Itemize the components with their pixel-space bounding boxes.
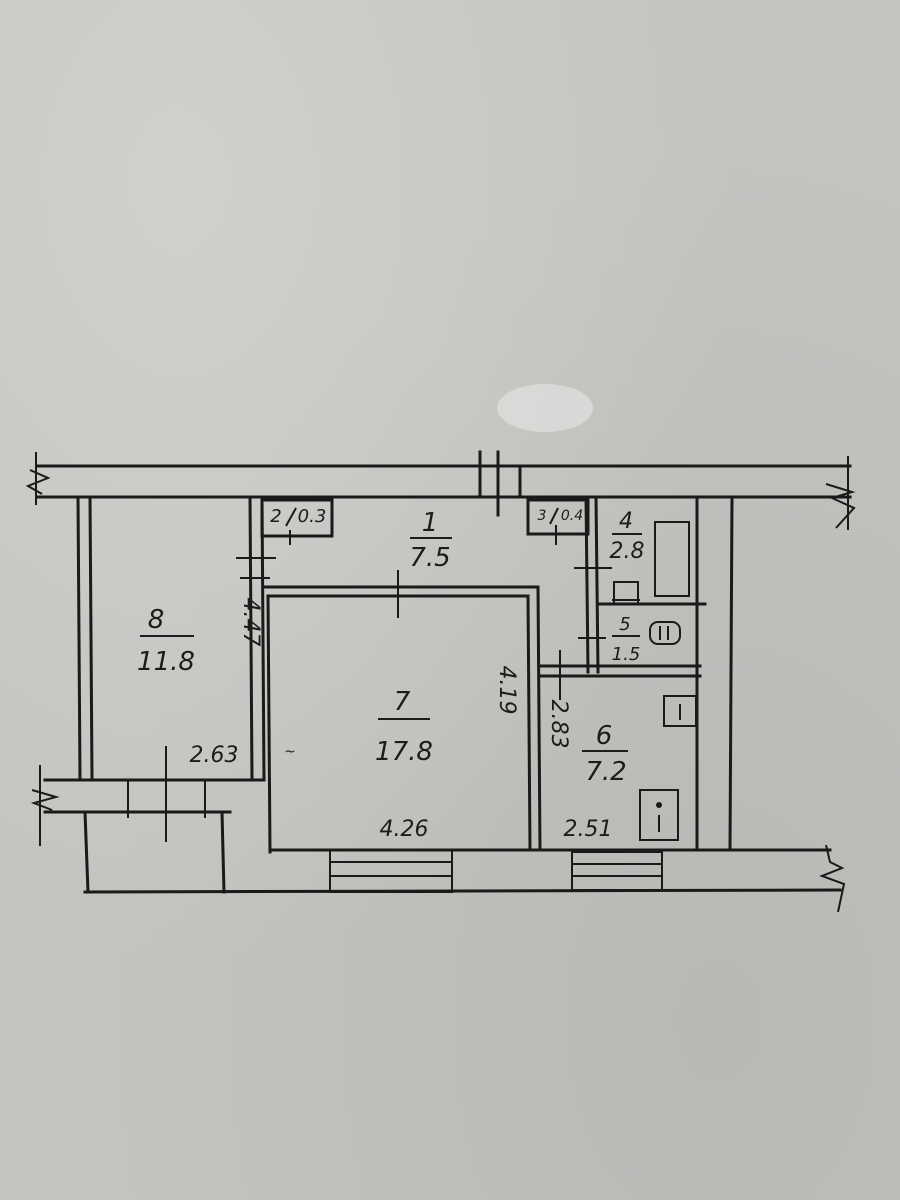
room-number: 2 (270, 506, 281, 527)
break-zigzag-bottom-right (819, 844, 846, 913)
room-label-3: 3 0.4 (538, 507, 583, 525)
window-room-6 (571, 851, 663, 891)
dimension-room8-width: 2.63 (190, 743, 239, 768)
corridor-right-wall-a (584, 495, 590, 674)
room-label-4: 4 2.8 (610, 509, 645, 564)
smudge-mark (497, 384, 593, 432)
balcony-left-wall (83, 810, 90, 894)
room-number: 5 (619, 614, 630, 635)
stove-burner (656, 802, 662, 808)
room7-left-wall (266, 594, 272, 854)
room-label-6: 6 7.2 (582, 721, 628, 787)
room-area: 7.2 (585, 757, 626, 787)
right-wall-b (728, 495, 734, 852)
room-number: 3 (538, 508, 547, 524)
kitchen-sink-fixture (663, 695, 697, 727)
dimension-room7-width: 4.26 (380, 817, 429, 842)
balcony-right-wall (220, 810, 226, 894)
room-label-5: 5 1.5 (612, 614, 641, 665)
partition-8-left (248, 495, 254, 782)
room-number: 1 (422, 508, 439, 538)
break-zigzag-left (25, 469, 51, 495)
break-zigzag-balcony (30, 789, 60, 811)
room-label-8: 8 11.8 (137, 605, 195, 677)
fraction-bar (549, 507, 559, 525)
fraction-bar (285, 507, 297, 527)
left-wall-outer (76, 495, 82, 780)
room7-right-wall-b (536, 585, 542, 852)
window-room-7 (329, 849, 453, 893)
corridor-right-wall-b (594, 495, 600, 674)
room-number: 6 (596, 721, 613, 751)
room-number: 4 (619, 509, 633, 534)
bath-sink-fixture (613, 581, 639, 605)
break-zigzag-right (825, 483, 856, 529)
room-area: 0.3 (298, 506, 327, 527)
room7-right-wall-a (526, 594, 532, 852)
left-wall-inner (88, 495, 94, 780)
room-area: 11.8 (137, 647, 195, 677)
room-area: 2.8 (610, 539, 645, 564)
partition-8-right (260, 495, 266, 782)
bottom-wall-outer (83, 888, 842, 894)
stove-fixture (639, 789, 679, 841)
room-label-7: 7 17.8 (375, 687, 433, 767)
dimension-room7-height: 4.19 (494, 666, 519, 715)
dimension-room6-width: 2.51 (564, 817, 613, 842)
dimension-room6-height: 2.83 (546, 700, 571, 749)
room-label-2: 2 0.3 (270, 506, 326, 527)
dimension-room8-height: 4.47 (238, 598, 263, 647)
room-label-1: 1 7.5 (409, 508, 452, 573)
room-number: 8 (148, 605, 165, 635)
room-area: 1.5 (612, 644, 641, 665)
toilet-fixture (649, 621, 681, 645)
room-area: 0.4 (561, 508, 583, 524)
room-area: 7.5 (409, 543, 450, 573)
pencil-mark: ~ (284, 744, 296, 760)
bathtub-fixture (654, 521, 690, 597)
closet-3 (526, 498, 590, 536)
room-number: 7 (394, 687, 411, 717)
room-area: 17.8 (375, 737, 433, 767)
